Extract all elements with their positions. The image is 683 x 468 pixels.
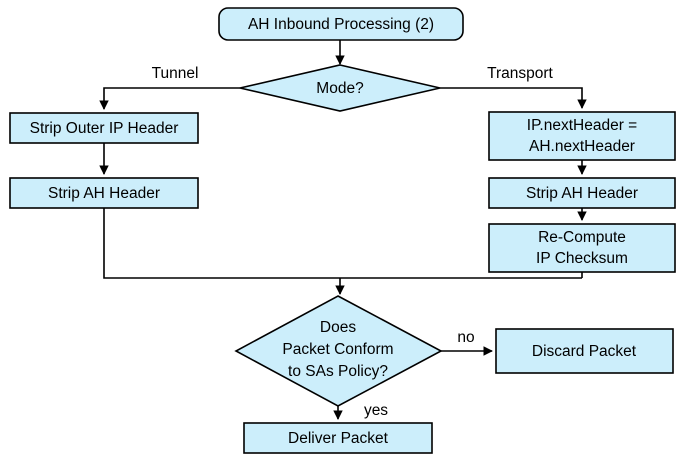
node-mode-decision[interactable]: Mode? [239,64,441,112]
deliver-packet-label: Deliver Packet [288,430,389,447]
recompute-checksum-label-line1: Re-Compute [538,229,626,246]
connector-layer [99,40,587,420]
strip-ah-header-transport-label: Strip AH Header [526,185,638,202]
mode-diamond-shape [239,64,441,112]
start-label: AH Inbound Processing (2) [248,16,434,33]
discard-packet-shape [495,328,674,374]
deliver-packet-shape [243,422,433,454]
node-strip-outer-ip-header[interactable]: Strip Outer IP Header [9,112,199,144]
edge-label-no: no [457,329,474,346]
mode-decision-label: Mode? [316,80,364,97]
strip-ah-header-tunnel-label: Strip AH Header [48,185,160,202]
strip-ah-header-transport-shape [488,177,676,209]
node-strip-ah-header-tunnel[interactable]: Strip AH Header [9,177,199,209]
node-recompute-checksum[interactable]: Re-Compute IP Checksum [488,223,676,273]
edge-label-tunnel: Tunnel [152,65,199,82]
ip-next-header-label-line1: IP.nextHeader = [527,117,637,134]
node-deliver-packet[interactable]: Deliver Packet [243,422,433,454]
strip-outer-ip-header-label: Strip Outer IP Header [30,120,179,137]
edge-label-yes: yes [364,402,388,419]
discard-packet-label: Discard Packet [532,343,637,360]
node-ip-next-header[interactable]: IP.nextHeader = AH.nextHeader [488,111,676,161]
recompute-checksum-shape [488,223,676,273]
policy-decision-label-line1: Does [320,319,356,336]
node-policy-decision[interactable]: Does Packet Conform to SAs Policy? [234,295,443,407]
node-discard-packet[interactable]: Discard Packet [495,328,674,374]
node-start[interactable]: AH Inbound Processing (2) [218,7,464,41]
node-strip-ah-header-transport[interactable]: Strip AH Header [488,177,676,209]
start-box-shape [218,7,464,41]
policy-decision-label-line2: Packet Conform [282,341,393,358]
connector-mode-transport [440,87,587,109]
strip-outer-ip-header-shape [9,112,199,144]
connector-mode-tunnel [99,87,240,110]
recompute-checksum-label-line2: IP Checksum [536,250,628,267]
policy-diamond-shape [234,295,443,407]
ip-next-header-shape [488,111,676,161]
edge-label-transport: Transport [487,65,553,82]
ip-next-header-label-line2: AH.nextHeader [529,138,635,155]
policy-decision-label-line3: to SAs Policy? [288,363,388,380]
strip-ah-header-tunnel-shape [9,177,199,209]
connector-tunnel-merge-bus [103,208,582,279]
